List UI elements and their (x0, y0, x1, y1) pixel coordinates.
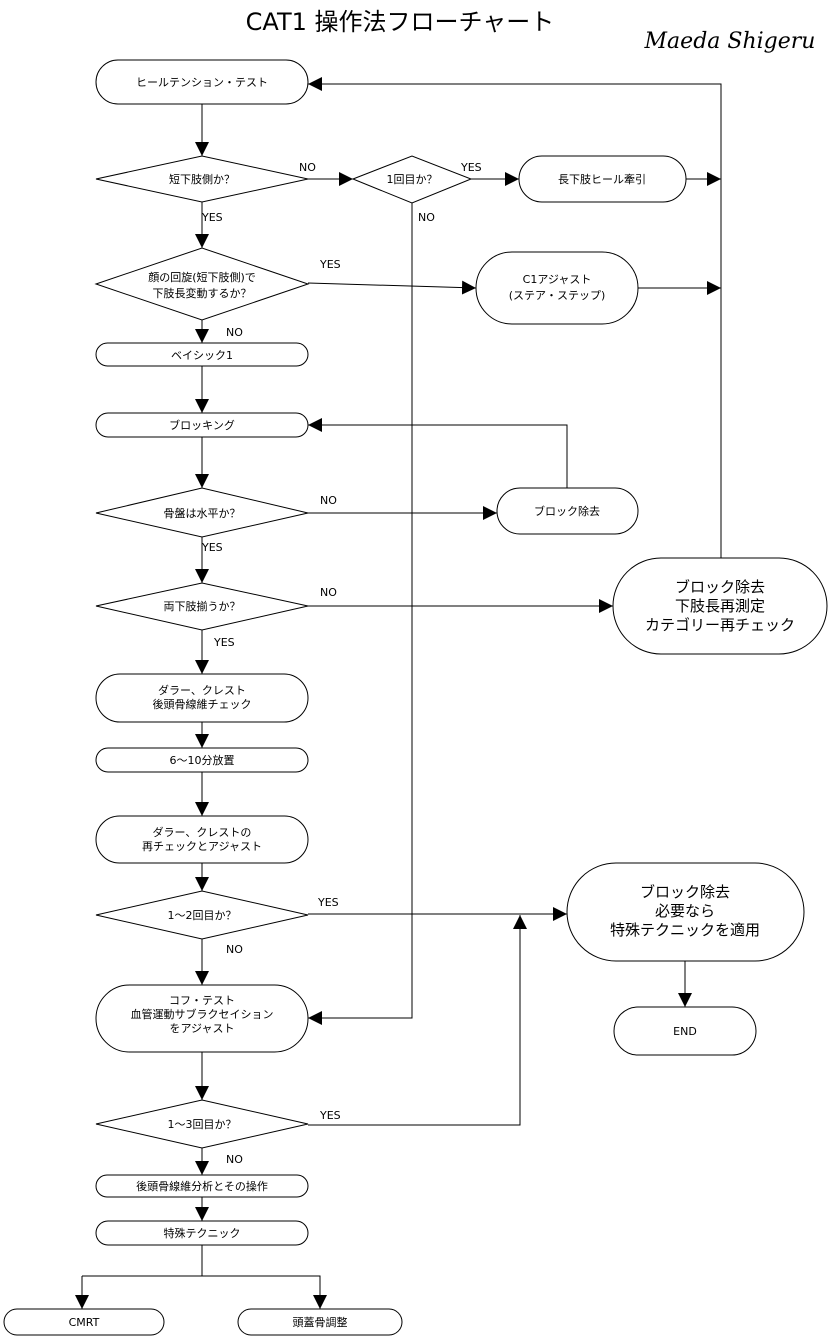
node-text-line: ベイシック1 (171, 349, 233, 362)
first-time-decision: 1回目か？ (351, 155, 473, 204)
author-signature: Maeda Shigeru (644, 29, 816, 54)
node-text-line: 下肢長再測定 (675, 597, 765, 615)
node-text-line: 短下肢側か？ (169, 172, 235, 186)
end-node: END (613, 1006, 757, 1056)
label-yes: YES (213, 636, 235, 649)
label-no: NO (320, 586, 337, 599)
node-text-line: 特殊テクニック (164, 1226, 241, 1240)
label-no: NO (226, 943, 243, 956)
label-yes: YES (319, 1109, 341, 1122)
node-text-line: C1アジャスト (523, 273, 592, 286)
cranial-adjust-node: 頭蓋骨調整 (237, 1308, 403, 1336)
cmrt-node: CMRT (3, 1308, 165, 1336)
label-no: NO (226, 326, 243, 339)
node-text-line: をアジャスト (169, 1022, 234, 1035)
node-text-line: ブロッキング (169, 418, 235, 432)
node-text-line: コフ・テスト (169, 994, 235, 1007)
node-text-line: 後頭骨線維チェック (153, 697, 252, 711)
c1-adjust-node: C1アジャスト (ステア・ステップ) (475, 251, 639, 325)
label-yes: YES (201, 211, 223, 224)
node-text-line: 1～2回目か？ (168, 909, 237, 922)
heel-tension-test-node: ヒールテンション・テスト (95, 59, 309, 105)
edge-special-split (82, 1245, 203, 1277)
coff-test-node: コフ・テスト 血管運動サブラクセイション をアジャスト (95, 984, 309, 1053)
node-text-line: 顔の回旋(短下肢側)で (148, 270, 256, 284)
node-text-line: カテゴリー再チェック (645, 616, 795, 634)
edge-face-yes-to-c1 (307, 280, 477, 295)
dollar-crest-check-node: ダラー、クレスト 後頭骨線維チェック (95, 673, 309, 723)
basic1-node: ベイシック1 (95, 342, 309, 367)
node-text-line: 下肢長変動するか？ (153, 286, 252, 300)
edge-to-cranial (202, 1275, 327, 1309)
legs-even-decision: 両下肢揃うか？ (95, 582, 309, 631)
node-text-line: 長下肢ヒール牽引 (558, 172, 646, 186)
node-text-line: 1回目か？ (387, 173, 438, 186)
node-text-line: ダラー、クレストの (153, 825, 252, 839)
edge-recheck-loop (308, 77, 722, 558)
node-text-line: 必要なら (655, 902, 715, 920)
label-no: NO (226, 1153, 243, 1166)
node-text-line: ダラー、クレスト (158, 683, 246, 697)
blocking-node: ブロッキング (95, 412, 309, 438)
special-technique-node: 特殊テクニック (95, 1220, 309, 1246)
node-text-line: 1～3回目か？ (168, 1118, 237, 1131)
label-no: NO (299, 161, 316, 174)
special-apply-node: ブロック除去 必要なら 特殊テクニックを適用 (566, 862, 805, 962)
recheck-category-node: ブロック除去 下肢長再測定 カテゴリー再チェック (612, 557, 828, 655)
node-text-line: 骨盤は水平か？ (164, 507, 241, 520)
node-text-line: 特殊テクニックを適用 (610, 921, 760, 939)
node-text-line: 両下肢揃うか？ (164, 599, 241, 613)
node-text-line: ブロック除去 (675, 578, 765, 596)
rest-6-10-node: 6～10分放置 (95, 747, 309, 773)
node-text-line: 血管運動サブラクセイション (131, 1007, 274, 1021)
node-text-line: 6～10分放置 (170, 753, 235, 767)
dollar-crest-recheck-node: ダラー、クレストの 再チェックとアジャスト (95, 815, 309, 864)
face-rotation-decision: 顔の回旋(短下肢側)で 下肢長変動するか？ (94, 247, 310, 321)
label-no: NO (418, 211, 435, 224)
node-text-line: CMRT (69, 1316, 100, 1329)
node-text-line: ヒールテンション・テスト (136, 76, 268, 89)
label-yes: YES (460, 161, 482, 174)
first-second-decision: 1～2回目か？ (95, 890, 309, 940)
edge-q13-yes (308, 915, 527, 1126)
node-text-line: 頭蓋骨調整 (293, 1315, 348, 1329)
node-text-line: 再チェックとアジャスト (142, 840, 262, 853)
label-yes: YES (317, 896, 339, 909)
first-third-decision: 1～3回目か？ (95, 1099, 309, 1149)
short-leg-side-decision: 短下肢側か？ (95, 155, 309, 203)
node-text-line: END (673, 1025, 697, 1038)
label-yes: YES (319, 258, 341, 271)
node-text-line: ブロック除去 (534, 504, 600, 518)
node-text-line: ブロック除去 (640, 883, 730, 901)
label-no: NO (320, 494, 337, 507)
node-text-line: 後頭骨線維分析とその操作 (136, 1179, 268, 1193)
chart-title: CAT1 操作法フローチャート (246, 8, 555, 36)
node-text-line: (ステア・ステップ) (509, 289, 606, 302)
edge-first-no-to-coff (308, 203, 413, 1025)
edge-labels: NO YES YES NO YES NO NO YES NO YES YES N… (201, 161, 482, 1166)
connectors (75, 77, 722, 1309)
long-leg-heel-traction-node: 長下肢ヒール牽引 (518, 155, 687, 203)
occipital-fiber-node: 後頭骨線維分析とその操作 (95, 1174, 309, 1198)
block-removal-node: ブロック除去 (496, 487, 639, 535)
label-yes: YES (201, 541, 223, 554)
edge-blockremoval-back (308, 418, 568, 488)
pelvis-level-decision: 骨盤は水平か？ (95, 487, 309, 538)
